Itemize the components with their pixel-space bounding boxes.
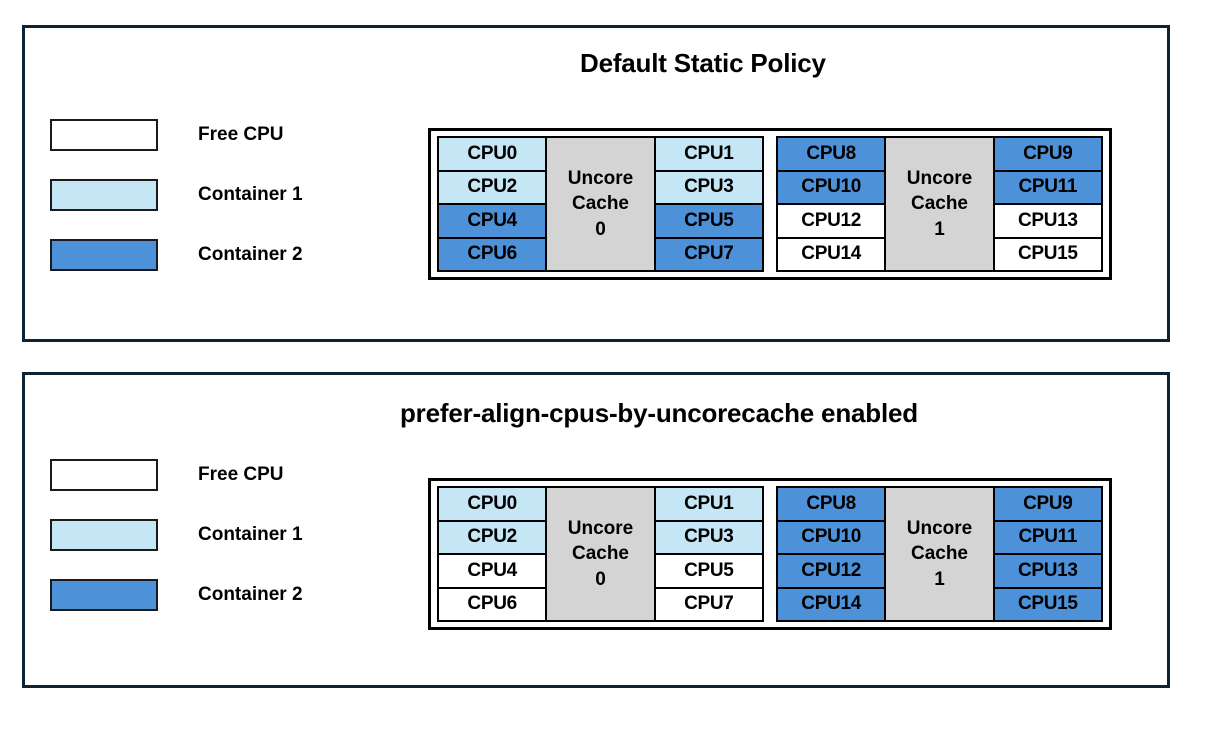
- legend-prefer-align-enabled: Free CPU Container 1 Container 2: [50, 445, 303, 625]
- cpu-cell: CPU3: [655, 171, 762, 205]
- legend-item-free-cpu: Free CPU: [50, 445, 303, 505]
- cpu-column-right: CPU9 CPU11 CPU13 CPU15: [994, 138, 1101, 270]
- uncore-cache-block-0: Uncore Cache 0: [545, 488, 656, 620]
- uncore-cache-label-line2: Cache: [910, 193, 968, 215]
- cpu-topology-table-default: CPU0 CPU2 CPU4 CPU6 Uncore Cache 0 CPU1 …: [428, 128, 1112, 280]
- cpu-cell: CPU10: [778, 171, 885, 205]
- legend-label-free-cpu: Free CPU: [198, 464, 284, 485]
- uncore-cache-group-0: CPU0 CPU2 CPU4 CPU6 Uncore Cache 0 CPU1 …: [437, 486, 764, 622]
- cpu-cell: CPU11: [994, 171, 1101, 205]
- cpu-cell: CPU10: [778, 521, 885, 555]
- cpu-cell: CPU13: [994, 555, 1101, 589]
- legend-swatch-container-1: [50, 179, 158, 211]
- uncore-cache-block-0: Uncore Cache 0: [545, 138, 656, 270]
- cpu-cell: CPU14: [778, 238, 885, 270]
- cpu-column-right: CPU9 CPU11 CPU13 CPU15: [994, 488, 1101, 620]
- cpu-cell: CPU5: [655, 555, 762, 589]
- legend-item-container-2: Container 2: [50, 565, 303, 625]
- uncore-cache-index: 1: [934, 568, 945, 590]
- legend-item-container-2: Container 2: [50, 225, 303, 285]
- uncore-cache-label-line2: Cache: [571, 193, 629, 215]
- uncore-cache-label-line1: Uncore: [567, 167, 634, 189]
- legend-label-container-2: Container 2: [198, 244, 303, 265]
- cpu-cell: CPU9: [994, 138, 1101, 172]
- legend-label-container-1: Container 1: [198, 184, 303, 205]
- cpu-cell: CPU13: [994, 205, 1101, 239]
- cpu-column-left: CPU8 CPU10 CPU12 CPU14: [778, 138, 885, 270]
- legend-default-static-policy: Free CPU Container 1 Container 2: [50, 105, 303, 285]
- cpu-cell: CPU8: [778, 138, 885, 172]
- uncore-cache-group-0: CPU0 CPU2 CPU4 CPU6 Uncore Cache 0 CPU1 …: [437, 136, 764, 272]
- cpu-cell: CPU1: [655, 488, 762, 522]
- uncore-cache-block-1: Uncore Cache 1: [884, 488, 995, 620]
- cpu-column-left: CPU0 CPU2 CPU4 CPU6: [439, 488, 546, 620]
- legend-item-container-1: Container 1: [50, 505, 303, 565]
- legend-label-container-1: Container 1: [198, 524, 303, 545]
- legend-item-container-1: Container 1: [50, 165, 303, 225]
- cpu-cell: CPU12: [778, 555, 885, 589]
- cpu-column-right: CPU1 CPU3 CPU5 CPU7: [655, 488, 762, 620]
- cpu-cell: CPU0: [439, 138, 546, 172]
- cpu-cell: CPU3: [655, 521, 762, 555]
- cpu-topology-table-prefer-align: CPU0 CPU2 CPU4 CPU6 Uncore Cache 0 CPU1 …: [428, 478, 1112, 630]
- cpu-cell: CPU15: [994, 588, 1101, 620]
- cpu-cell: CPU2: [439, 521, 546, 555]
- cpu-cell: CPU6: [439, 238, 546, 270]
- cpu-cell: CPU11: [994, 521, 1101, 555]
- cpu-column-left: CPU0 CPU2 CPU4 CPU6: [439, 138, 546, 270]
- cpu-cell: CPU5: [655, 205, 762, 239]
- uncore-cache-index: 0: [595, 568, 606, 590]
- cpu-cell: CPU8: [778, 488, 885, 522]
- cpu-cell: CPU12: [778, 205, 885, 239]
- uncore-cache-label-line1: Uncore: [906, 517, 973, 539]
- legend-swatch-free-cpu: [50, 119, 158, 151]
- legend-swatch-container-2: [50, 239, 158, 271]
- cpu-cell: CPU0: [439, 488, 546, 522]
- uncore-cache-index: 0: [595, 218, 606, 240]
- page-title-prefer-align-enabled: prefer-align-cpus-by-uncorecache enabled: [400, 398, 918, 428]
- legend-item-free-cpu: Free CPU: [50, 105, 303, 165]
- cpu-cell: CPU4: [439, 555, 546, 589]
- legend-swatch-free-cpu: [50, 459, 158, 491]
- uncore-cache-group-1: CPU8 CPU10 CPU12 CPU14 Uncore Cache 1 CP…: [776, 136, 1103, 272]
- uncore-cache-block-1: Uncore Cache 1: [884, 138, 995, 270]
- cpu-cell: CPU1: [655, 138, 762, 172]
- legend-label-free-cpu: Free CPU: [198, 124, 284, 145]
- cpu-column-right: CPU1 CPU3 CPU5 CPU7: [655, 138, 762, 270]
- cpu-cell: CPU6: [439, 588, 546, 620]
- cpu-cell: CPU2: [439, 171, 546, 205]
- cpu-cell: CPU9: [994, 488, 1101, 522]
- uncore-cache-label-line2: Cache: [571, 543, 629, 565]
- cpu-cell: CPU7: [655, 238, 762, 270]
- cpu-column-left: CPU8 CPU10 CPU12 CPU14: [778, 488, 885, 620]
- uncore-cache-label-line1: Uncore: [567, 517, 634, 539]
- uncore-cache-index: 1: [934, 218, 945, 240]
- page-title-default-static-policy: Default Static Policy: [580, 48, 826, 78]
- cpu-cell: CPU15: [994, 238, 1101, 270]
- uncore-cache-group-1: CPU8 CPU10 CPU12 CPU14 Uncore Cache 1 CP…: [776, 486, 1103, 622]
- uncore-cache-label-line1: Uncore: [906, 167, 973, 189]
- legend-label-container-2: Container 2: [198, 584, 303, 605]
- uncore-cache-label-line2: Cache: [910, 543, 968, 565]
- legend-swatch-container-1: [50, 519, 158, 551]
- legend-swatch-container-2: [50, 579, 158, 611]
- cpu-cell: CPU14: [778, 588, 885, 620]
- cpu-cell: CPU7: [655, 588, 762, 620]
- cpu-cell: CPU4: [439, 205, 546, 239]
